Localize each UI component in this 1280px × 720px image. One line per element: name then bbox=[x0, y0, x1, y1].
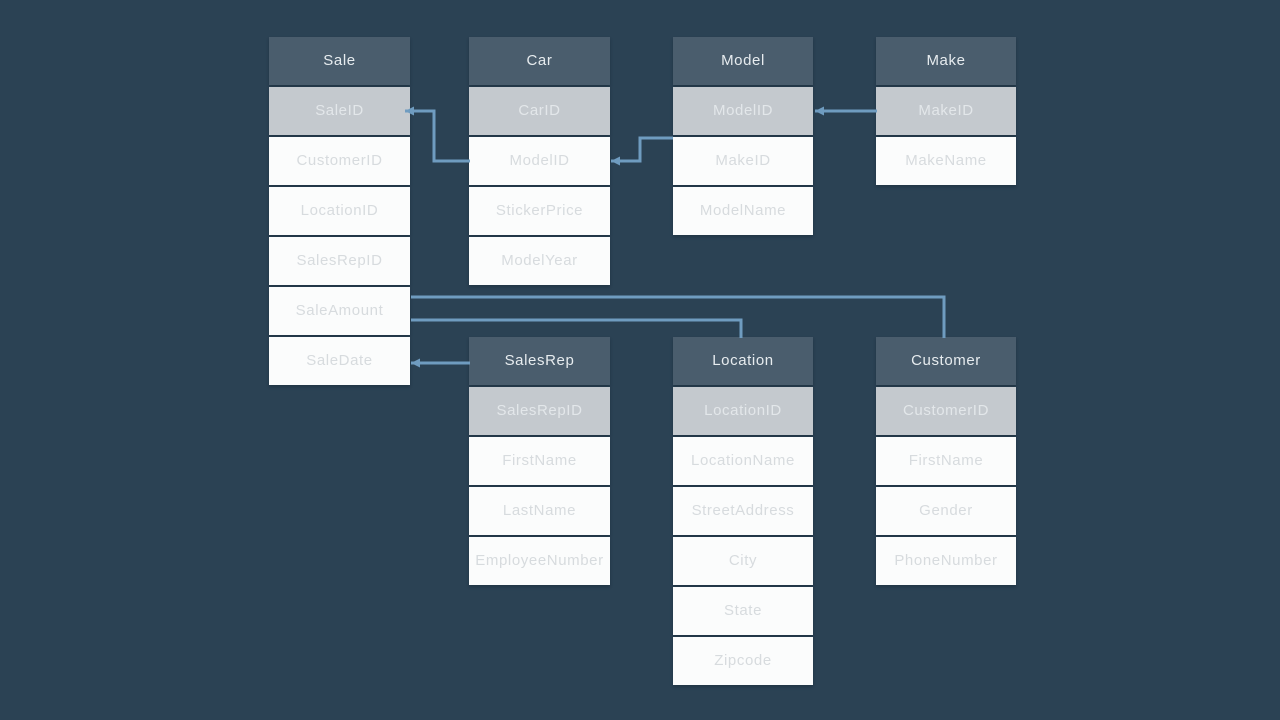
table-salesrep-header: SalesRep bbox=[469, 337, 610, 385]
connector-sale-to-location bbox=[411, 318, 743, 338]
field-make-makeid: MakeID bbox=[876, 87, 1016, 135]
connector-car-modelid-to-model bbox=[611, 136, 673, 166]
field-car-modelid: ModelID bbox=[469, 137, 610, 185]
field-car-stickerprice: StickerPrice bbox=[469, 187, 610, 235]
connector-sale-saleid-to-car-modelid bbox=[405, 106, 470, 163]
field-customer-phonenumber: PhoneNumber bbox=[876, 537, 1016, 585]
field-sale-saledate: SaleDate bbox=[269, 337, 410, 385]
field-salesrep-lastname: LastName bbox=[469, 487, 610, 535]
connector-arrowhead bbox=[411, 358, 420, 368]
field-customer-gender: Gender bbox=[876, 487, 1016, 535]
field-model-makeid: MakeID bbox=[673, 137, 813, 185]
connector-sale-saledate-to-salesrep bbox=[411, 358, 470, 368]
field-model-modelid: ModelID bbox=[673, 87, 813, 135]
connector-arrowhead bbox=[815, 106, 824, 116]
field-sale-locationid: LocationID bbox=[269, 187, 410, 235]
field-customer-firstname: FirstName bbox=[876, 437, 1016, 485]
table-car-header: Car bbox=[469, 37, 610, 85]
table-model-header: Model bbox=[673, 37, 813, 85]
field-make-makename: MakeName bbox=[876, 137, 1016, 185]
connector-arrowhead bbox=[611, 156, 620, 166]
field-location-streetaddress: StreetAddress bbox=[673, 487, 813, 535]
field-location-state: State bbox=[673, 587, 813, 635]
table-customer-header: Customer bbox=[876, 337, 1016, 385]
field-customer-customerid: CustomerID bbox=[876, 387, 1016, 435]
table-make-header: Make bbox=[876, 37, 1016, 85]
field-sale-saleamount: SaleAmount bbox=[269, 287, 410, 335]
field-salesrep-employeenumber: EmployeeNumber bbox=[469, 537, 610, 585]
field-sale-saleid: SaleID bbox=[269, 87, 410, 135]
connector-model-modelid-to-make-makeid bbox=[815, 106, 877, 116]
field-location-locationname: LocationName bbox=[673, 437, 813, 485]
field-salesrep-firstname: FirstName bbox=[469, 437, 610, 485]
field-sale-salesrepid: SalesRepID bbox=[269, 237, 410, 285]
field-location-zipcode: Zipcode bbox=[673, 637, 813, 685]
connector-sale-to-customer bbox=[411, 295, 946, 338]
field-sale-customerid: CustomerID bbox=[269, 137, 410, 185]
field-location-locationid: LocationID bbox=[673, 387, 813, 435]
field-car-carid: CarID bbox=[469, 87, 610, 135]
table-location-header: Location bbox=[673, 337, 813, 385]
field-car-modelyear: ModelYear bbox=[469, 237, 610, 285]
field-location-city: City bbox=[673, 537, 813, 585]
field-salesrep-salesrepid: SalesRepID bbox=[469, 387, 610, 435]
field-model-modelname: ModelName bbox=[673, 187, 813, 235]
table-sale-header: Sale bbox=[269, 37, 410, 85]
